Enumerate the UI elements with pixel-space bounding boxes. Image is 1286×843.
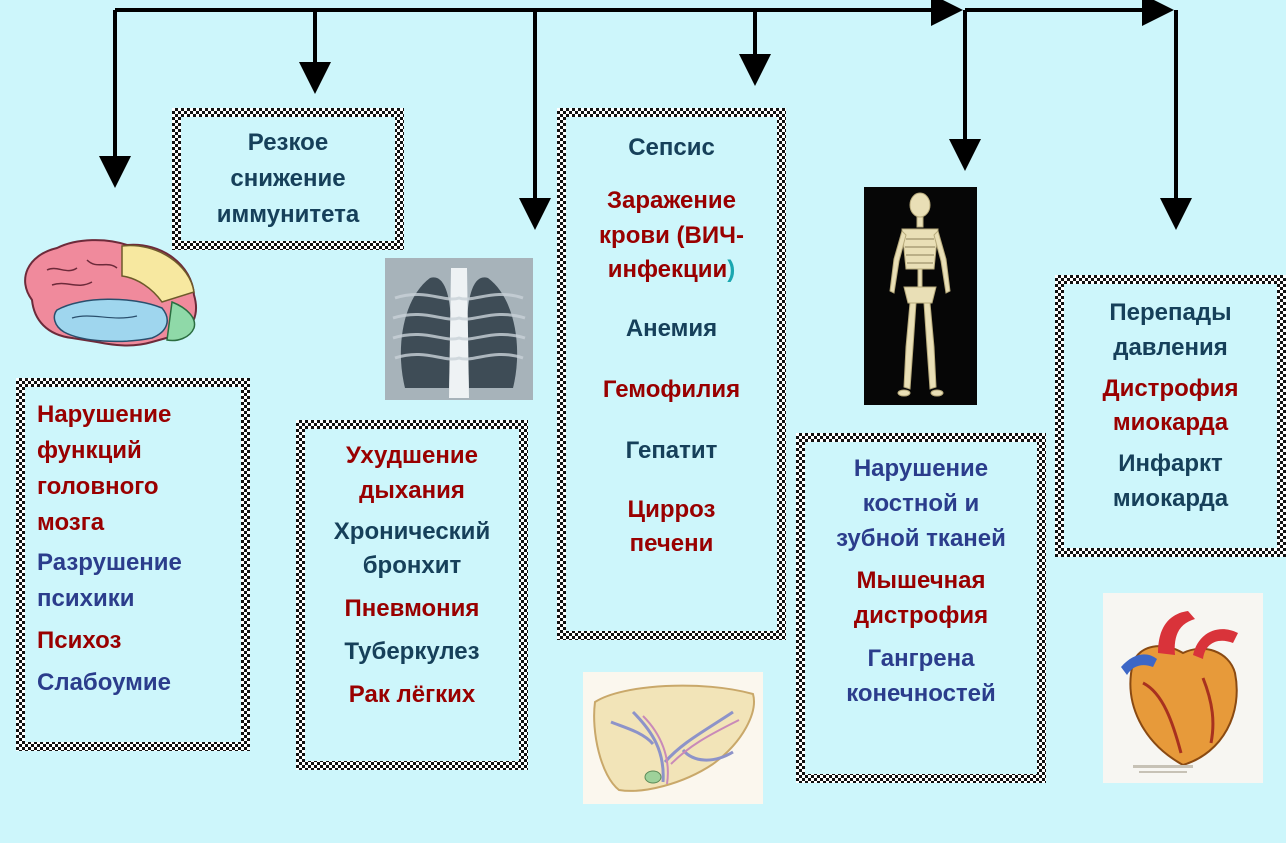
blood-item-3: Анемия [626,312,717,347]
heart-item-2: Дистрофия миокарда [1102,372,1238,442]
lungs-item-5: Рак лёгких [349,678,475,713]
blood-item-6: Цирроз печени [628,493,716,563]
brain-item-3: Психоз [37,623,121,659]
xray-lungs-icon [385,258,533,400]
bones-box: Нарушение костной и зубной тканей Мышечн… [796,433,1046,783]
heart-item-3: Инфаркт миокарда [1113,447,1228,517]
brain-item-2: Разрушение психики [37,545,182,617]
blood-box: Сепсис Заражение крови (ВИЧ- инфекции) А… [557,108,786,640]
brain-item-4: Слабоумие [37,665,171,701]
skeleton-icon [864,187,977,405]
lungs-item-3: Пневмония [345,592,480,627]
immunity-box: Резкое снижение иммунитета [172,108,404,250]
immunity-label: Резкое снижение иммунитета [217,125,359,233]
heart-item-1: Перепады давления [1109,296,1231,366]
bones-item-1: Нарушение костной и зубной тканей [836,452,1006,556]
lungs-item-1: Ухудшение дыхания [346,439,478,509]
bones-item-2: Мышечная дистрофия [854,564,988,634]
bones-item-3: Гангрена конечностей [846,642,996,712]
brain-icon [12,230,202,355]
brain-item-1: Нарушение функций головного мозга [37,397,171,541]
brain-box: Нарушение функций головного мозга Разруш… [16,378,250,751]
heart-box: Перепады давления Дистрофия миокарда Инф… [1055,275,1286,557]
liver-icon [583,672,763,804]
heart-icon [1103,593,1263,783]
blood-item-1: Сепсис [628,131,715,166]
lungs-item-2: Хронический бронхит [334,515,490,585]
lungs-box: Ухудшение дыхания Хронический бронхит Пн… [296,420,528,770]
blood-item-4: Гемофилия [603,373,740,408]
lungs-item-4: Туберкулез [344,635,479,670]
blood-item-5: Гепатит [626,434,718,469]
blood-item-2: Заражение крови (ВИЧ- инфекции) [599,184,744,288]
